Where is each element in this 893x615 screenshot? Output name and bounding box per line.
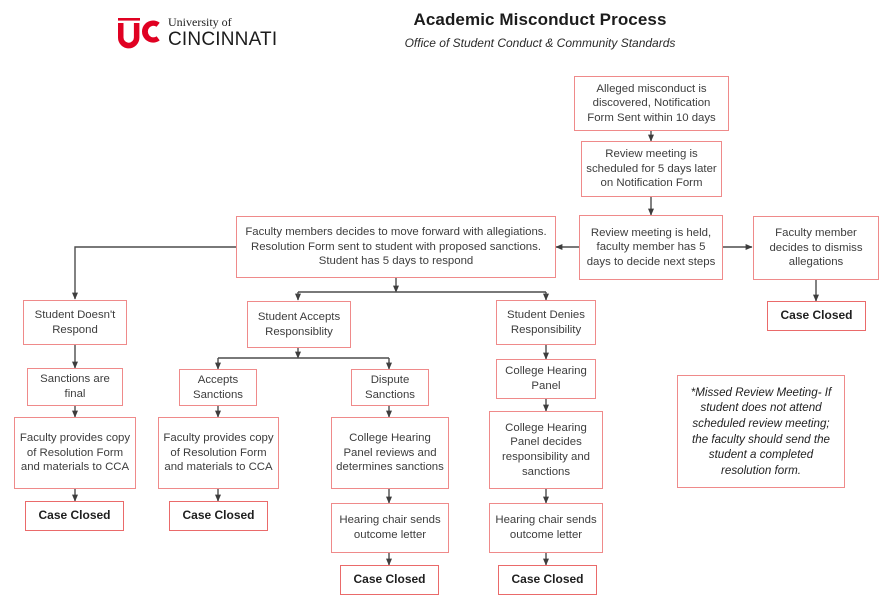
node-label: Alleged misconduct is discovered, Notifi… — [587, 82, 716, 124]
node-label: Review meeting is held, faculty member h… — [586, 226, 716, 268]
logo-line1: University of — [168, 15, 232, 29]
note-missed-review-meeting: *Missed Review Meeting- If student does … — [677, 375, 845, 488]
node-label: College Hearing Panel decides responsibi… — [501, 421, 590, 478]
node-label: Faculty member decides to dismiss allega… — [769, 227, 863, 269]
university-of-cincinnati-logo: University of CINCINNATI — [112, 12, 292, 52]
node-label: Dispute Sanctions — [364, 373, 416, 401]
node-hearing-chair-letter-denies[interactable]: Hearing chair sends outcome letter — [489, 503, 603, 553]
node-hearing-chair-letter-dispute[interactable]: Hearing chair sends outcome letter — [331, 503, 449, 553]
node-case-closed-left[interactable]: Case Closed — [25, 501, 124, 531]
node-student-doesnt-respond[interactable]: Student Doesn't Respond — [23, 300, 127, 345]
note-text: *Missed Review Meeting- If student does … — [690, 385, 832, 477]
node-review-meeting-scheduled[interactable]: Review meeting is scheduled for 5 days l… — [581, 141, 722, 197]
node-accepts-sanctions[interactable]: Accepts Sanctions — [179, 369, 257, 406]
node-label: College Hearing Panel reviews and determ… — [336, 432, 444, 474]
page-subtitle: Office of Student Conduct & Community St… — [404, 36, 676, 50]
page-title: Academic Misconduct Process — [413, 10, 667, 29]
node-label: Faculty provides copy of Resolution Form… — [163, 432, 274, 474]
node-label: Review meeting is scheduled for 5 days l… — [586, 148, 717, 190]
node-panel-reviews-determines[interactable]: College Hearing Panel reviews and determ… — [331, 417, 449, 489]
node-case-closed-dispute[interactable]: Case Closed — [340, 565, 439, 595]
node-label: Faculty provides copy of Resolution Form… — [19, 432, 131, 474]
node-label: College Hearing Panel — [505, 365, 587, 392]
node-label: Sanctions are final — [40, 373, 110, 400]
node-label: Case Closed — [182, 508, 255, 523]
node-case-closed-accepts[interactable]: Case Closed — [169, 501, 268, 531]
node-case-closed-denies[interactable]: Case Closed — [498, 565, 597, 595]
node-faculty-provides-copy-accepts[interactable]: Faculty provides copy of Resolution Form… — [158, 417, 279, 489]
logo-line2: CINCINNATI — [168, 29, 277, 50]
node-faculty-provides-copy-left[interactable]: Faculty provides copy of Resolution Form… — [14, 417, 136, 489]
node-student-accepts-responsibility[interactable]: Student Accepts Responsiblity — [247, 301, 351, 348]
node-faculty-dismiss-allegations[interactable]: Faculty member decides to dismiss allega… — [753, 216, 879, 280]
node-review-meeting-held[interactable]: Review meeting is held, faculty member h… — [579, 215, 723, 280]
node-label: Student Accepts Responsiblity — [257, 310, 341, 338]
node-panel-decides-responsibility[interactable]: College Hearing Panel decides responsibi… — [489, 411, 603, 489]
node-label: Faculty members decides to move forward … — [245, 226, 547, 268]
node-label: Student Doesn't Respond — [34, 308, 116, 336]
node-label: Hearing chair sends outcome letter — [495, 514, 597, 541]
node-student-denies-responsibility[interactable]: Student Denies Responsibility — [496, 300, 596, 345]
node-dispute-sanctions[interactable]: Dispute Sanctions — [351, 369, 429, 406]
node-alleged-misconduct[interactable]: Alleged misconduct is discovered, Notifi… — [574, 76, 729, 131]
node-case-closed-dismiss[interactable]: Case Closed — [767, 301, 866, 331]
node-college-hearing-panel[interactable]: College Hearing Panel — [496, 359, 596, 399]
node-label: Case Closed — [353, 572, 426, 587]
node-sanctions-are-final[interactable]: Sanctions are final — [27, 368, 123, 406]
node-label: Case Closed — [38, 508, 111, 523]
node-label: Hearing chair sends outcome letter — [339, 514, 441, 541]
node-faculty-move-forward[interactable]: Faculty members decides to move forward … — [236, 216, 556, 278]
node-label: Case Closed — [780, 308, 853, 323]
node-label: Accepts Sanctions — [192, 373, 244, 401]
node-label: Case Closed — [511, 572, 584, 587]
node-label: Student Denies Responsibility — [507, 308, 585, 336]
